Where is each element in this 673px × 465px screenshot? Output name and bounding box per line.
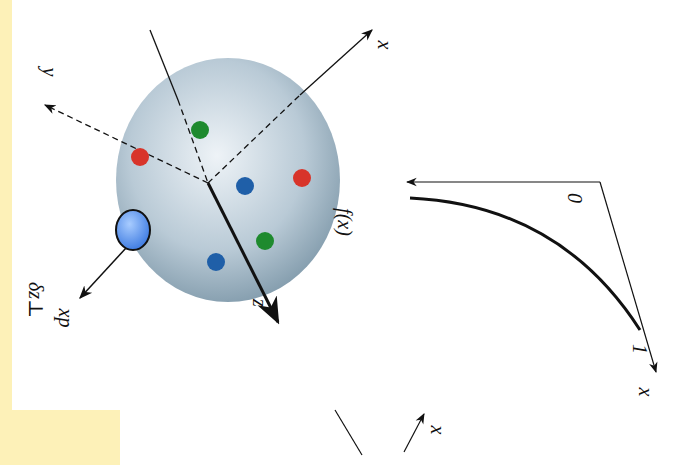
proton-ellipsoid	[116, 58, 340, 302]
quark	[293, 169, 311, 187]
quark	[131, 148, 149, 166]
distribution-curve	[410, 198, 640, 330]
x-axis-plot	[600, 182, 656, 372]
axis-line	[150, 30, 178, 100]
stray-line	[335, 410, 362, 455]
y-axis	[45, 105, 208, 183]
corner-panel	[0, 410, 120, 465]
momentum-arrow	[80, 248, 126, 298]
quark	[256, 232, 274, 250]
axis-line	[178, 100, 208, 183]
axis-label: x	[636, 388, 656, 397]
tick-label: 1	[630, 344, 650, 354]
size-label: δz⊥	[26, 282, 46, 318]
axis-label: y	[40, 68, 60, 77]
x-axis	[208, 95, 300, 183]
momentum-label: xp	[56, 309, 76, 328]
fx-axis	[407, 181, 600, 182]
quark	[191, 121, 209, 139]
axis-label: f(x)	[335, 208, 355, 236]
quark	[236, 177, 254, 195]
tick-label: 0	[565, 193, 585, 203]
x-axis	[300, 30, 372, 95]
axis-label: z	[250, 299, 270, 307]
quark	[207, 253, 225, 271]
stray-arrow	[404, 414, 424, 452]
side-band	[0, 0, 12, 410]
z-axis	[208, 183, 278, 322]
axis-label: x	[375, 41, 395, 50]
parton-blob	[116, 210, 150, 250]
axis-label: x	[428, 426, 448, 435]
